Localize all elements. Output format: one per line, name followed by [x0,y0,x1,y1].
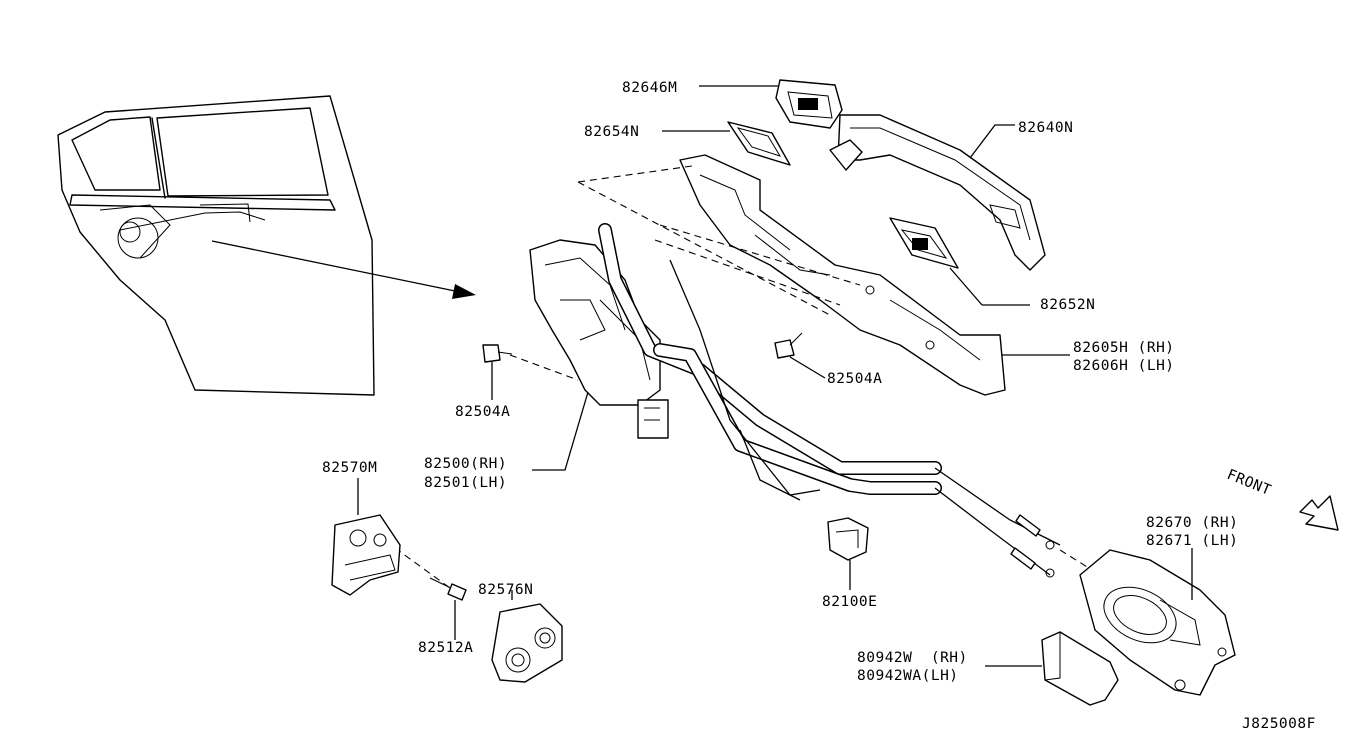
label-striker-bolt: 82512A [418,640,473,656]
inside-escutcheon-part [985,631,1119,706]
gasket-rear-part [889,217,1030,306]
label-escutcheon-rh: 80942W (RH) [857,650,968,666]
gasket-front-part [662,121,791,166]
striker-bolt-part [429,577,467,640]
inside-handle-part [1079,548,1236,696]
label-lock-lh: 82501(LH) [424,475,507,491]
label-grip: 82640N [1018,120,1073,136]
label-inside-handle-lh: 82671 (LH) [1146,533,1238,549]
label-screw-bracket: 82504A [827,371,882,387]
screw-left-part [482,344,513,400]
label-shim: 82576N [478,582,533,598]
label-front: FRONT [1225,467,1274,499]
screw-right-part [774,332,826,379]
clip-part [827,517,869,590]
label-gasket-rear: 82652N [1040,297,1095,313]
label-inside-handle-rh: 82670 (RH) [1146,515,1238,531]
shim-part [491,590,563,683]
label-reference-code: J825008F [1242,716,1316,732]
door-overview [57,95,476,396]
label-gasket-front: 82654N [584,124,639,140]
label-lock-rh: 82500(RH) [424,456,507,472]
bracket-part [679,154,1070,396]
grip-part [829,114,1046,271]
label-striker: 82570M [322,460,377,476]
label-screw-lock: 82504A [455,404,510,420]
label-clip: 82100E [822,594,877,610]
striker-part [331,478,401,596]
front-direction-arrow [1299,495,1339,531]
label-escutcheon-lh: 80942WA(LH) [857,668,959,684]
cables [598,223,1061,578]
escutcheon-part [699,79,843,129]
label-escutcheon: 82646M [622,80,677,96]
label-bracket-lh: 82606H (LH) [1073,358,1175,374]
label-bracket-rh: 82605H (RH) [1073,340,1175,356]
lock-assembly-part [529,239,669,471]
